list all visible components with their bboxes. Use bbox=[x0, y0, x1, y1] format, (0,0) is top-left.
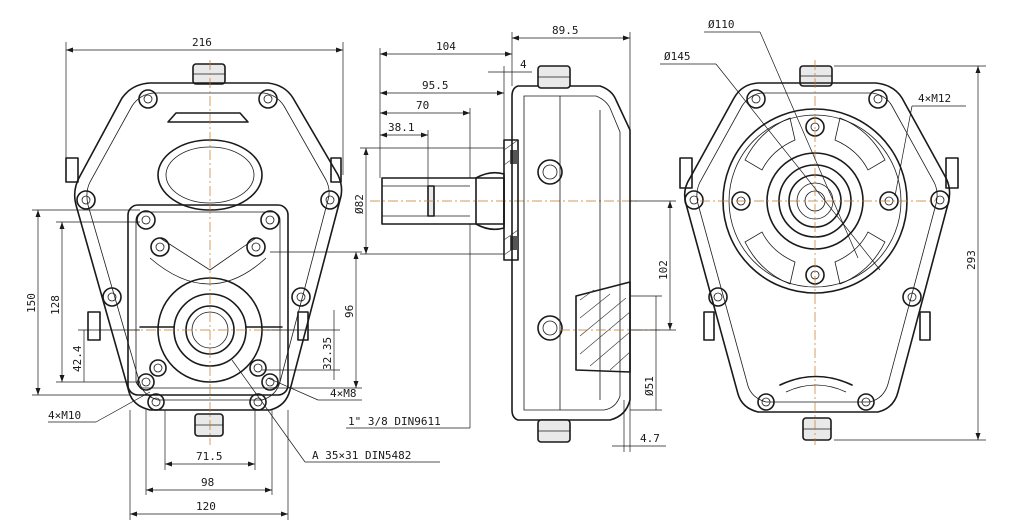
dim-71-5: 71.5 bbox=[196, 450, 223, 463]
side-dimensions: 104 89.5 4 95.5 70 38.1 Ø82 102 Ø51 bbox=[346, 24, 676, 452]
note-shaft: 1" 3/8 DIN9611 bbox=[348, 415, 441, 428]
front-corner-bolts bbox=[76, 89, 340, 411]
dim-4: 4 bbox=[520, 58, 527, 71]
dim-216: 216 bbox=[192, 36, 212, 49]
dim-89-5: 89.5 bbox=[552, 24, 579, 37]
dim-102: 102 bbox=[657, 260, 670, 280]
dim-32-35: 32.35 bbox=[321, 337, 334, 370]
dim-38-1: 38.1 bbox=[388, 121, 415, 134]
note-4xm12: 4×M12 bbox=[918, 92, 951, 105]
note-spline: A 35×31 DIN5482 bbox=[312, 449, 411, 462]
dim-128: 128 bbox=[49, 295, 62, 315]
rear-dimensions: Ø110 Ø145 4×M12 293 bbox=[660, 18, 986, 441]
dim-dia-82: Ø82 bbox=[353, 194, 366, 214]
dim-42-4: 42.4 bbox=[71, 345, 84, 372]
rear-corner-bolts bbox=[684, 89, 950, 411]
dim-150: 150 bbox=[25, 293, 38, 313]
side-view bbox=[370, 65, 660, 443]
dim-293: 293 bbox=[965, 250, 978, 270]
front-view bbox=[65, 60, 343, 445]
note-4xm8: 4×M8 bbox=[330, 387, 357, 400]
dim-4-7: 4.7 bbox=[640, 432, 660, 445]
dim-120: 120 bbox=[196, 500, 216, 513]
arrowheads bbox=[35, 35, 981, 517]
dim-95-5: 95.5 bbox=[422, 79, 449, 92]
dim-dia-145: Ø145 bbox=[664, 50, 691, 63]
note-4xm10: 4×M10 bbox=[48, 409, 81, 422]
dim-dia-110: Ø110 bbox=[708, 18, 735, 31]
front-dimensions: 216 150 128 42.4 96 32.35 4×M8 4×M10 bbox=[25, 36, 440, 520]
dim-70: 70 bbox=[416, 99, 429, 112]
dim-dia-51: Ø51 bbox=[643, 376, 656, 396]
dim-98: 98 bbox=[201, 476, 214, 489]
front-housing-outline bbox=[73, 82, 343, 411]
dim-104: 104 bbox=[436, 40, 456, 53]
rear-view bbox=[679, 60, 959, 445]
side-housing-outline bbox=[511, 85, 631, 421]
rear-housing-outline bbox=[683, 82, 951, 413]
front-mount-plate bbox=[127, 204, 289, 396]
dim-96: 96 bbox=[343, 305, 356, 318]
